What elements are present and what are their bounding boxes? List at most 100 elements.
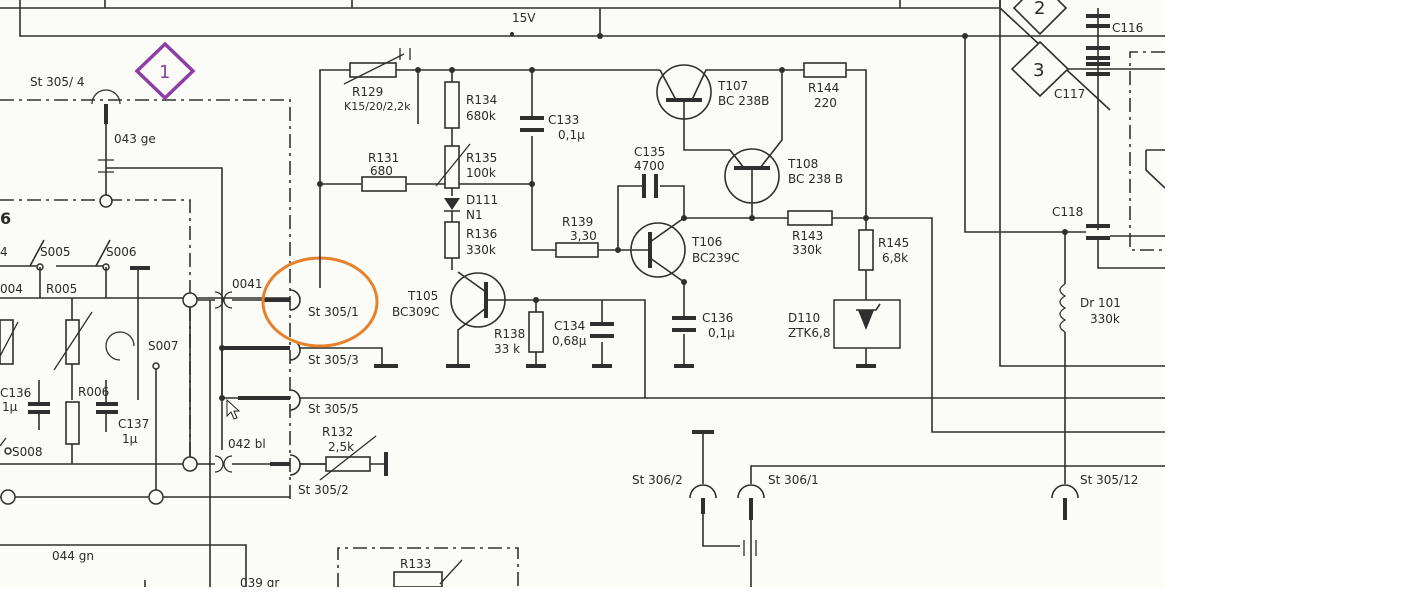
potentiometer-r132 bbox=[325, 456, 371, 472]
label-r143: R143 bbox=[792, 229, 823, 243]
connector-label-st306-2: St 306/2 bbox=[632, 473, 683, 487]
value-c133: 0,1µ bbox=[558, 128, 585, 142]
wire-label-043: 043 ge bbox=[114, 132, 156, 146]
value-r138: 33 k bbox=[494, 342, 520, 356]
value-r135: 100k bbox=[466, 166, 496, 180]
value-r129: K15/20/2,2k bbox=[344, 100, 411, 113]
wire-label-0041: 0041 bbox=[232, 277, 263, 291]
label-t105: T105 bbox=[407, 289, 438, 303]
value-r143: 330k bbox=[792, 243, 822, 257]
switch-s005-s006 bbox=[29, 239, 111, 267]
value-t108: BC 238 B bbox=[788, 172, 843, 186]
transistor-t106 bbox=[630, 222, 686, 278]
svg-text:R005: R005 bbox=[46, 282, 77, 296]
label-r139: R139 bbox=[562, 215, 593, 229]
svg-text:4: 4 bbox=[0, 245, 8, 259]
rail-voltage-label: 15V bbox=[512, 11, 536, 25]
switch-label-s006: S006 bbox=[106, 245, 137, 259]
zener-diode-d110 bbox=[858, 310, 874, 330]
schematic-drawing: 15V St 305/ 4 043 ge 1 6 4 S005 S006 004… bbox=[0, 0, 1166, 590]
resistor-r136 bbox=[444, 221, 460, 259]
connector-label-st305-5: St 305/5 bbox=[308, 402, 359, 416]
label-r134: R134 bbox=[466, 93, 497, 107]
connector-st305-4 bbox=[91, 89, 121, 105]
resistor-r131 bbox=[361, 176, 407, 192]
potentiometer-r133 bbox=[393, 571, 443, 588]
label-c135: C135 bbox=[634, 145, 665, 159]
label-c134: C134 bbox=[554, 319, 585, 333]
resistor-r134 bbox=[444, 81, 460, 129]
svg-text:1: 1 bbox=[159, 62, 170, 83]
resistor-r144 bbox=[803, 62, 847, 78]
inductor-dr101 bbox=[1059, 283, 1067, 333]
value-d111: N1 bbox=[466, 208, 483, 222]
value-r145: 6,8k bbox=[882, 251, 908, 265]
label-d111: D111 bbox=[466, 193, 498, 207]
value-c136: 0,1µ bbox=[708, 326, 735, 340]
switch-label-s005: S005 bbox=[40, 245, 71, 259]
connector-label-st305-1: St 305/1 bbox=[308, 305, 359, 319]
resistor-r139 bbox=[555, 242, 599, 258]
connector-label-st305-4: St 305/ 4 bbox=[30, 75, 85, 89]
zener-box-d110 bbox=[833, 299, 901, 349]
label-r136: R136 bbox=[466, 227, 497, 241]
blank-area bbox=[1165, 0, 1420, 587]
module-boundary-left bbox=[0, 99, 291, 500]
label-c136: C136 bbox=[702, 311, 733, 325]
value-t105: BC309C bbox=[392, 305, 440, 319]
diode-d111 bbox=[444, 198, 460, 210]
label-r129: R129 bbox=[352, 85, 383, 99]
rail-15v bbox=[19, 0, 1165, 37]
svg-text:1µ: 1µ bbox=[2, 400, 18, 414]
label-t106: T106 bbox=[691, 235, 722, 249]
label-c116: C116 bbox=[1112, 21, 1143, 35]
module-boundary-r133 bbox=[337, 547, 519, 587]
value-r144: 220 bbox=[814, 96, 837, 110]
connector-label-st305-3: St 305/3 bbox=[308, 353, 359, 367]
value-t106: BC239C bbox=[692, 251, 740, 265]
marker-diamond-3: 3 bbox=[1010, 40, 1070, 98]
label-r144: R144 bbox=[808, 81, 839, 95]
wire-label-042: 042 bl bbox=[228, 437, 266, 451]
label-t107: T107 bbox=[717, 79, 748, 93]
svg-text:1µ: 1µ bbox=[122, 432, 138, 446]
value-dr101: 330k bbox=[1090, 312, 1120, 326]
module-boundary-switches bbox=[0, 199, 191, 470]
wire-label-044: 044 gn bbox=[52, 549, 94, 563]
label-c118: C118 bbox=[1052, 205, 1083, 219]
connector-label-st305-2: St 305/2 bbox=[298, 483, 349, 497]
resistor-r145 bbox=[858, 229, 874, 271]
value-d110: ZTK6,8 bbox=[788, 326, 831, 340]
value-r131: 680 bbox=[370, 164, 393, 178]
cap-label-c136-left: C136 bbox=[0, 386, 31, 400]
module-boundary-right bbox=[1129, 51, 1165, 251]
svg-text:004: 004 bbox=[0, 282, 23, 296]
circuit-schematic: 15V St 305/ 4 043 ge 1 6 4 S005 S006 004… bbox=[0, 0, 1166, 590]
resistor-r138 bbox=[528, 311, 544, 353]
section-label-6: 6 bbox=[0, 209, 11, 228]
resistor-r004 bbox=[0, 319, 14, 365]
label-d110: D110 bbox=[788, 311, 820, 325]
label-r132: R132 bbox=[322, 425, 353, 439]
switch-label-s008: S008 bbox=[12, 445, 43, 459]
resistor-r006 bbox=[65, 401, 80, 445]
label-r131: R131 bbox=[368, 151, 399, 165]
label-r133: R133 bbox=[400, 557, 431, 571]
label-c133: C133 bbox=[548, 113, 579, 127]
value-t107: BC 238B bbox=[718, 94, 769, 108]
resistor-r143 bbox=[787, 210, 833, 226]
label-r145: R145 bbox=[878, 236, 909, 250]
value-r132: 2,5k bbox=[328, 440, 354, 454]
value-c134: 0,68µ bbox=[552, 334, 587, 348]
value-r134: 680k bbox=[466, 109, 496, 123]
label-r135: R135 bbox=[466, 151, 497, 165]
connector-label-st306-1: St 306/1 bbox=[768, 473, 819, 487]
svg-text:3: 3 bbox=[1033, 60, 1044, 81]
label-r138: R138 bbox=[494, 327, 525, 341]
cap-label-c137: C137 bbox=[118, 417, 149, 431]
marker-diamond-1: 1 bbox=[134, 41, 196, 101]
label-c117: C117 bbox=[1054, 87, 1085, 101]
connector-label-st305-12: St 305/12 bbox=[1080, 473, 1138, 487]
mouse-cursor-icon bbox=[226, 398, 241, 420]
svg-text:2: 2 bbox=[1034, 0, 1045, 19]
